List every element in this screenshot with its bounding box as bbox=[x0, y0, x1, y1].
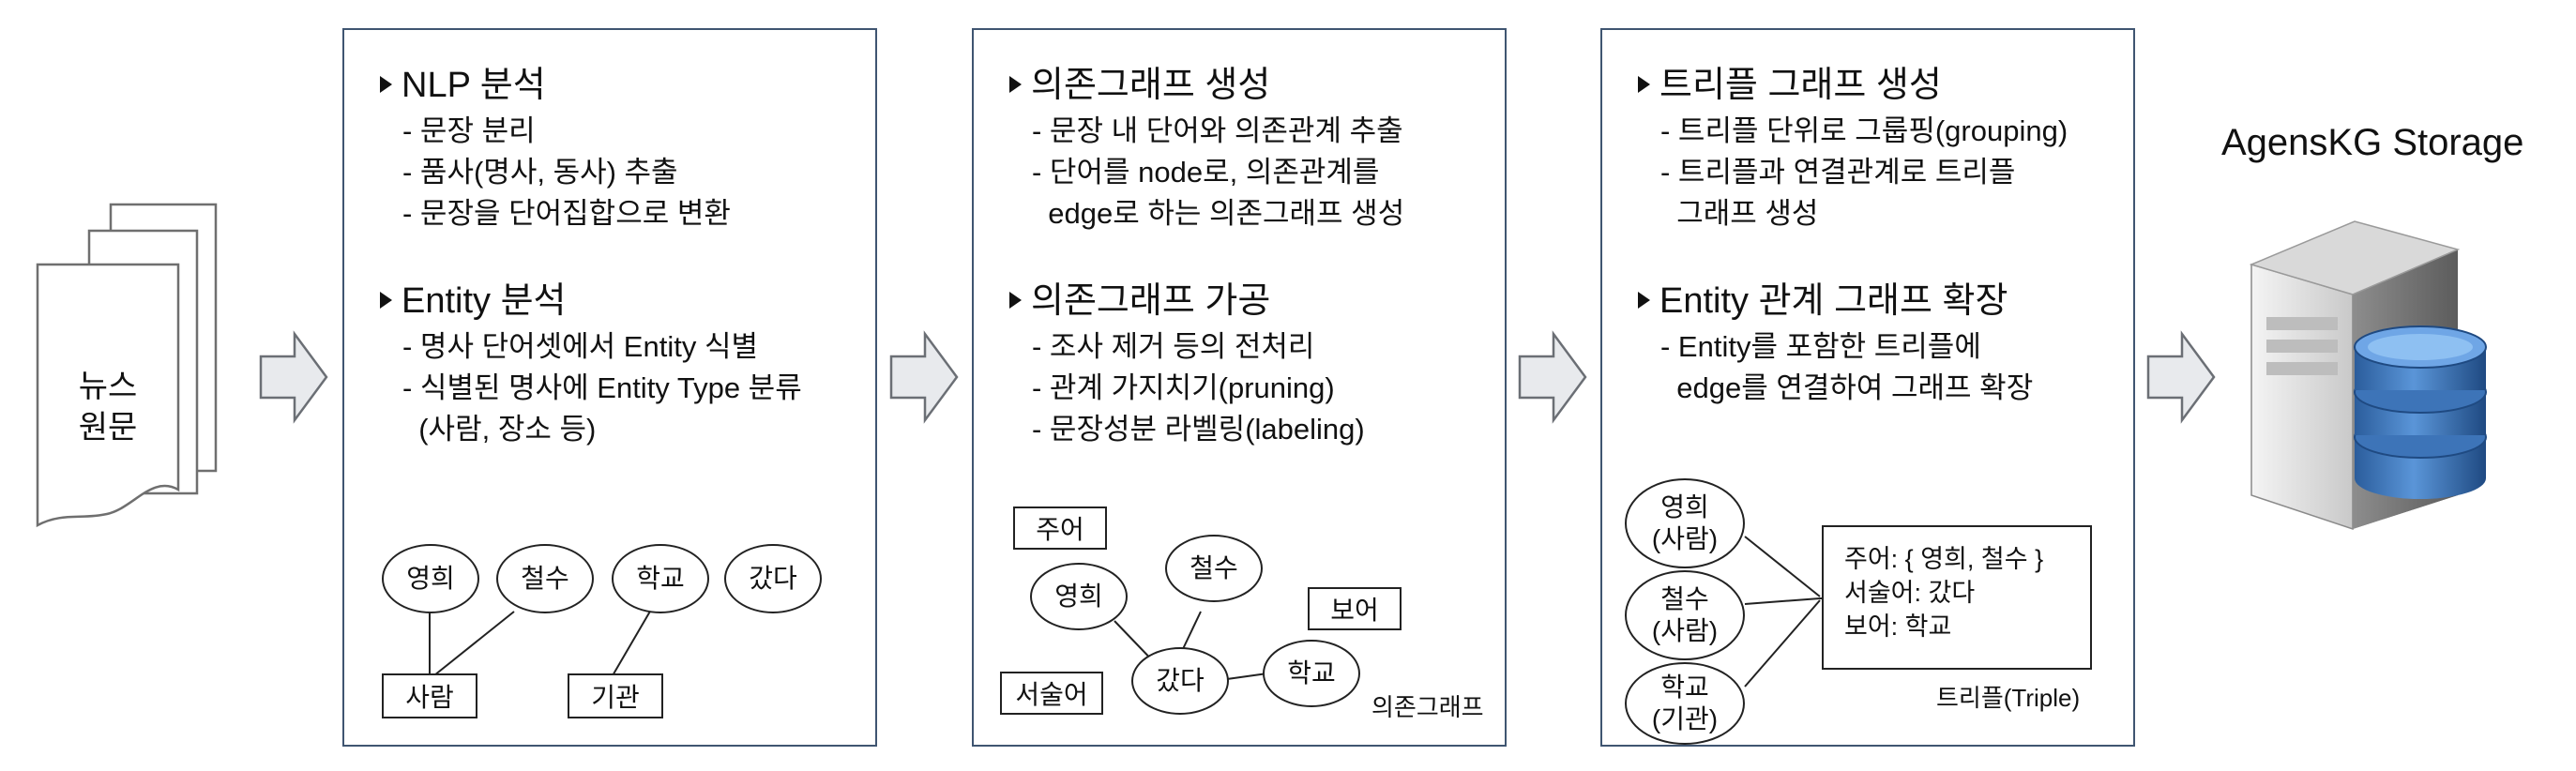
entity-type-person: 사람 bbox=[382, 673, 477, 718]
role-label-complement: 보어 bbox=[1308, 587, 1402, 630]
triple-node-name: 영희 bbox=[1660, 492, 1709, 522]
entity-node-cheolsu: 철수 bbox=[496, 544, 594, 613]
dependency-graph-caption: 의존그래프 bbox=[1371, 693, 1484, 721]
bullet-item: - 문장 내 단어와 의존관계 추출 bbox=[1032, 114, 1403, 147]
triple-caption: 트리플(Triple) bbox=[1936, 684, 2081, 712]
dependency-process-title-text: 의존그래프 가공 bbox=[1031, 281, 1271, 321]
bullet-triangle-icon bbox=[1009, 291, 1022, 309]
bullet-item: - 트리플과 연결관계로 트리플 bbox=[1660, 156, 2016, 189]
entity-section: Entity 분석 - 명사 단어셋에서 Entity 식별 - 식별된 명사에… bbox=[380, 278, 802, 450]
triple-create-title-text: 트리플 그래프 생성 bbox=[1659, 66, 1942, 105]
bullet-triangle-icon bbox=[1638, 291, 1650, 309]
triple-create-section: 트리플 그래프 생성 - 트리플 단위로 그룹핑(grouping) - 트리플… bbox=[1638, 62, 2068, 234]
bullet-triangle-icon bbox=[380, 75, 392, 93]
bullet-item: (사람, 장소 등) bbox=[402, 413, 597, 446]
entity-section-title-text: Entity 분석 bbox=[402, 281, 567, 321]
dep-node-cheolsu: 철수 bbox=[1165, 535, 1263, 602]
triple-node-type: (사람) bbox=[1651, 524, 1719, 553]
bullet-item: - 명사 단어셋에서 Entity 식별 bbox=[402, 330, 758, 363]
nlp-analysis-panel: NLP 분석 - 문장 분리 - 품사(명사, 동사) 추출 - 문장을 단어집… bbox=[342, 28, 877, 747]
bullet-item: - 문장을 단어집합으로 변환 bbox=[402, 197, 731, 230]
entity-expand-title: Entity 관계 그래프 확장 bbox=[1638, 278, 2033, 325]
entity-type-organization: 기관 bbox=[568, 673, 663, 718]
role-label-predicate: 서술어 bbox=[1000, 672, 1103, 715]
bullet-item: - 문장 분리 bbox=[402, 114, 536, 147]
triple-predicate-line: 서술어: 갔다 bbox=[1844, 579, 1976, 607]
dep-node-school: 학교 bbox=[1263, 640, 1360, 707]
triple-subject-line: 주어: { 영희, 철수 } bbox=[1844, 545, 2044, 573]
bullet-item: edge로 하는 의존그래프 생성 bbox=[1032, 197, 1405, 230]
bullet-triangle-icon bbox=[1009, 75, 1022, 93]
dependency-create-title-text: 의존그래프 생성 bbox=[1031, 66, 1271, 105]
triple-node-younghee: 영희 (사람) bbox=[1625, 478, 1745, 568]
entity-node-went: 갔다 bbox=[724, 544, 822, 613]
entity-node-younghee: 영희 bbox=[382, 544, 479, 613]
entity-node-school: 학교 bbox=[612, 544, 709, 613]
document-stack-icon bbox=[36, 203, 218, 528]
triple-node-type: (사람) bbox=[1651, 616, 1719, 645]
flow-arrow-3 bbox=[1518, 330, 1587, 424]
bullet-triangle-icon bbox=[1638, 75, 1650, 93]
triple-node-school: 학교 (기관) bbox=[1625, 662, 1745, 745]
nlp-section-title: NLP 분석 bbox=[380, 62, 731, 109]
database-server-icon bbox=[2249, 220, 2487, 531]
entity-expand-section: Entity 관계 그래프 확장 - Entity를 포함한 트리플에 edge… bbox=[1638, 278, 2033, 409]
triple-node-cheolsu: 철수 (사람) bbox=[1625, 570, 1745, 660]
bullet-item: - 관계 가지치기(pruning) bbox=[1032, 371, 1335, 404]
dependency-create-title: 의존그래프 생성 bbox=[1009, 62, 1404, 109]
document-label-line2: 원문 bbox=[78, 410, 138, 446]
dep-node-went: 갔다 bbox=[1131, 647, 1229, 715]
triple-node-name: 학교 bbox=[1660, 673, 1709, 702]
triple-create-title: 트리플 그래프 생성 bbox=[1638, 62, 2068, 109]
news-document-stack: 뉴스 원문 bbox=[28, 197, 225, 572]
triple-complement-line: 보어: 학교 bbox=[1844, 612, 1952, 641]
dep-node-younghee: 영희 bbox=[1030, 563, 1128, 630]
triple-detail-box: 주어: { 영희, 철수 } 서술어: 갔다 보어: 학교 bbox=[1822, 525, 2092, 670]
bullet-item: - 단어를 node로, 의존관계를 bbox=[1032, 156, 1380, 189]
triple-node-type: (기관) bbox=[1651, 704, 1719, 733]
flow-arrow-2 bbox=[889, 330, 959, 424]
triple-node-name: 철수 bbox=[1660, 584, 1709, 613]
bullet-item: edge를 연결하여 그래프 확장 bbox=[1660, 371, 2034, 404]
entity-section-title: Entity 분석 bbox=[380, 278, 802, 325]
document-label: 뉴스 원문 bbox=[38, 366, 178, 448]
dependency-graph-panel: 의존그래프 생성 - 문장 내 단어와 의존관계 추출 - 단어를 node로,… bbox=[972, 28, 1507, 747]
bullet-item: - 트리플 단위로 그룹핑(grouping) bbox=[1660, 114, 2068, 147]
role-label-subject: 주어 bbox=[1013, 506, 1107, 550]
flow-arrow-4 bbox=[2146, 330, 2216, 424]
dependency-edges bbox=[1114, 611, 1268, 680]
bullet-item: - 문장성분 라벨링(labeling) bbox=[1032, 413, 1365, 446]
bullet-item: - 품사(명사, 동사) 추출 bbox=[402, 156, 678, 189]
nlp-section: NLP 분석 - 문장 분리 - 품사(명사, 동사) 추출 - 문장을 단어집… bbox=[380, 62, 731, 234]
storage-title: AgensKG Storage bbox=[2221, 122, 2524, 163]
flow-arrow-1 bbox=[259, 330, 328, 424]
bullet-item: - 조사 제거 등의 전처리 bbox=[1032, 330, 1315, 363]
entity-expand-title-text: Entity 관계 그래프 확장 bbox=[1659, 281, 2008, 321]
triple-graph-panel: 트리플 그래프 생성 - 트리플 단위로 그룹핑(grouping) - 트리플… bbox=[1600, 28, 2135, 747]
bullet-triangle-icon bbox=[380, 291, 392, 309]
dependency-create-section: 의존그래프 생성 - 문장 내 단어와 의존관계 추출 - 단어를 node로,… bbox=[1009, 62, 1404, 234]
dependency-process-title: 의존그래프 가공 bbox=[1009, 278, 1365, 325]
dependency-process-section: 의존그래프 가공 - 조사 제거 등의 전처리 - 관계 가지치기(prunin… bbox=[1009, 278, 1365, 450]
bullet-item: 그래프 생성 bbox=[1660, 197, 1819, 230]
entity-type-connectors bbox=[429, 609, 652, 680]
nlp-section-title-text: NLP 분석 bbox=[402, 66, 546, 105]
bullet-item: - Entity를 포함한 트리플에 bbox=[1660, 330, 1981, 363]
bullet-item: - 식별된 명사에 Entity Type 분류 bbox=[402, 371, 802, 404]
document-label-line1: 뉴스 bbox=[78, 369, 138, 404]
